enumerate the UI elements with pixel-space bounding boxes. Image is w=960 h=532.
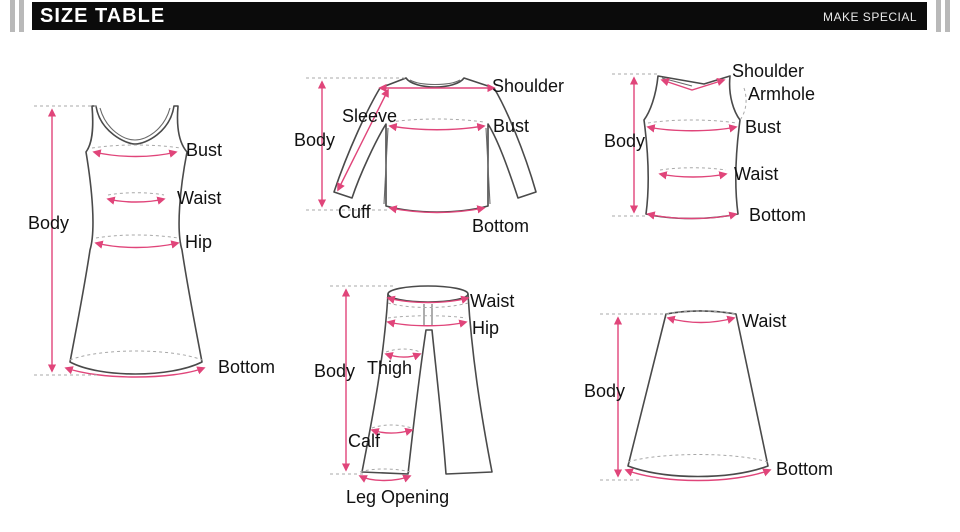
tank-shoulder-label: Shoulder [732,61,804,81]
header-left-bars [10,0,24,32]
skirt-diagram: Waist Body Bottom [584,310,833,482]
header-band: SIZE TABLE MAKE SPECIAL [32,2,927,30]
shirt-body-label: Body [294,130,335,150]
dress-waist-label: Waist [177,188,221,208]
skirt-bottom-label: Bottom [776,459,833,479]
pants-hip-label: Hip [472,318,499,338]
size-table-header: SIZE TABLE MAKE SPECIAL [0,0,960,32]
skirt-body-label: Body [584,381,625,401]
dress-diagram: Bust Waist Hip Body Bottom [28,105,275,378]
shirt-bust-label: Bust [493,116,529,136]
pants-leg-opening-label: Leg Opening [346,487,449,507]
pants-waist-label: Waist [470,291,514,311]
shirt-sleeve-label: Sleeve [342,106,397,126]
shirt-shoulder-label: Shoulder [492,76,564,96]
dress-hip-label: Hip [185,232,212,252]
pants-calf-label: Calf [348,431,381,451]
shirt-cuff-label: Cuff [338,202,372,222]
pants-thigh-label: Thigh [367,358,412,378]
tank-body-label: Body [604,131,645,151]
dress-body-label: Body [28,213,69,233]
dress-bottom-label: Bottom [218,357,275,377]
tank-bottom-label: Bottom [749,205,806,225]
pants-diagram: Waist Hip Body Thigh Calf Leg Opening [314,285,514,507]
header-right-bars [936,0,950,32]
tank-waist-label: Waist [734,164,778,184]
long-sleeve-shirt-diagram: Shoulder Sleeve Body Bust Cuff Bottom [294,76,564,236]
dress-bust-label: Bust [186,140,222,160]
tank-armhole-label: Armhole [748,84,815,104]
skirt-waist-label: Waist [742,311,786,331]
tank-bust-label: Bust [745,117,781,137]
size-diagrams: Bust Waist Hip Body Bottom Shoulder Slee… [28,61,833,507]
shirt-bottom-label: Bottom [472,216,529,236]
page-title: SIZE TABLE [40,5,166,27]
tank-top-diagram: Shoulder Armhole Body Bust Waist Bottom [604,61,815,225]
header-tagline: MAKE SPECIAL [822,10,917,24]
pants-body-label: Body [314,361,355,381]
